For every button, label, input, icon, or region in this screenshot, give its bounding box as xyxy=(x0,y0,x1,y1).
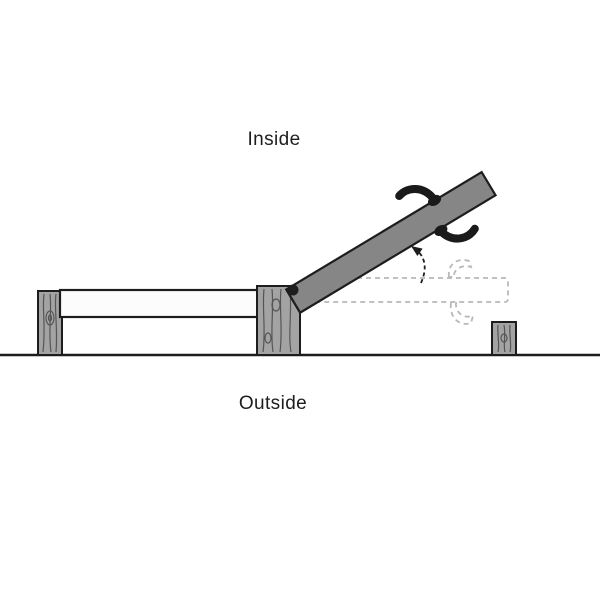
sash-handle-bottom-icon xyxy=(434,224,479,243)
sash-handle-top-icon xyxy=(395,185,442,207)
closed-sash xyxy=(58,288,261,319)
wood-grain xyxy=(497,324,512,353)
inside-label: Inside xyxy=(247,129,300,150)
wood-grain xyxy=(42,293,58,353)
open-sash xyxy=(284,170,498,315)
right-frame-post xyxy=(491,321,517,356)
hinge-pivot-dot xyxy=(287,284,299,296)
outside-label: Outside xyxy=(239,393,307,414)
ghost-handle-bottom-icon xyxy=(449,302,475,325)
rotation-arrow-icon xyxy=(411,246,426,284)
left-frame-post xyxy=(37,290,63,356)
wood-grain xyxy=(262,288,292,353)
ghost-handle-top-icon xyxy=(447,259,473,278)
